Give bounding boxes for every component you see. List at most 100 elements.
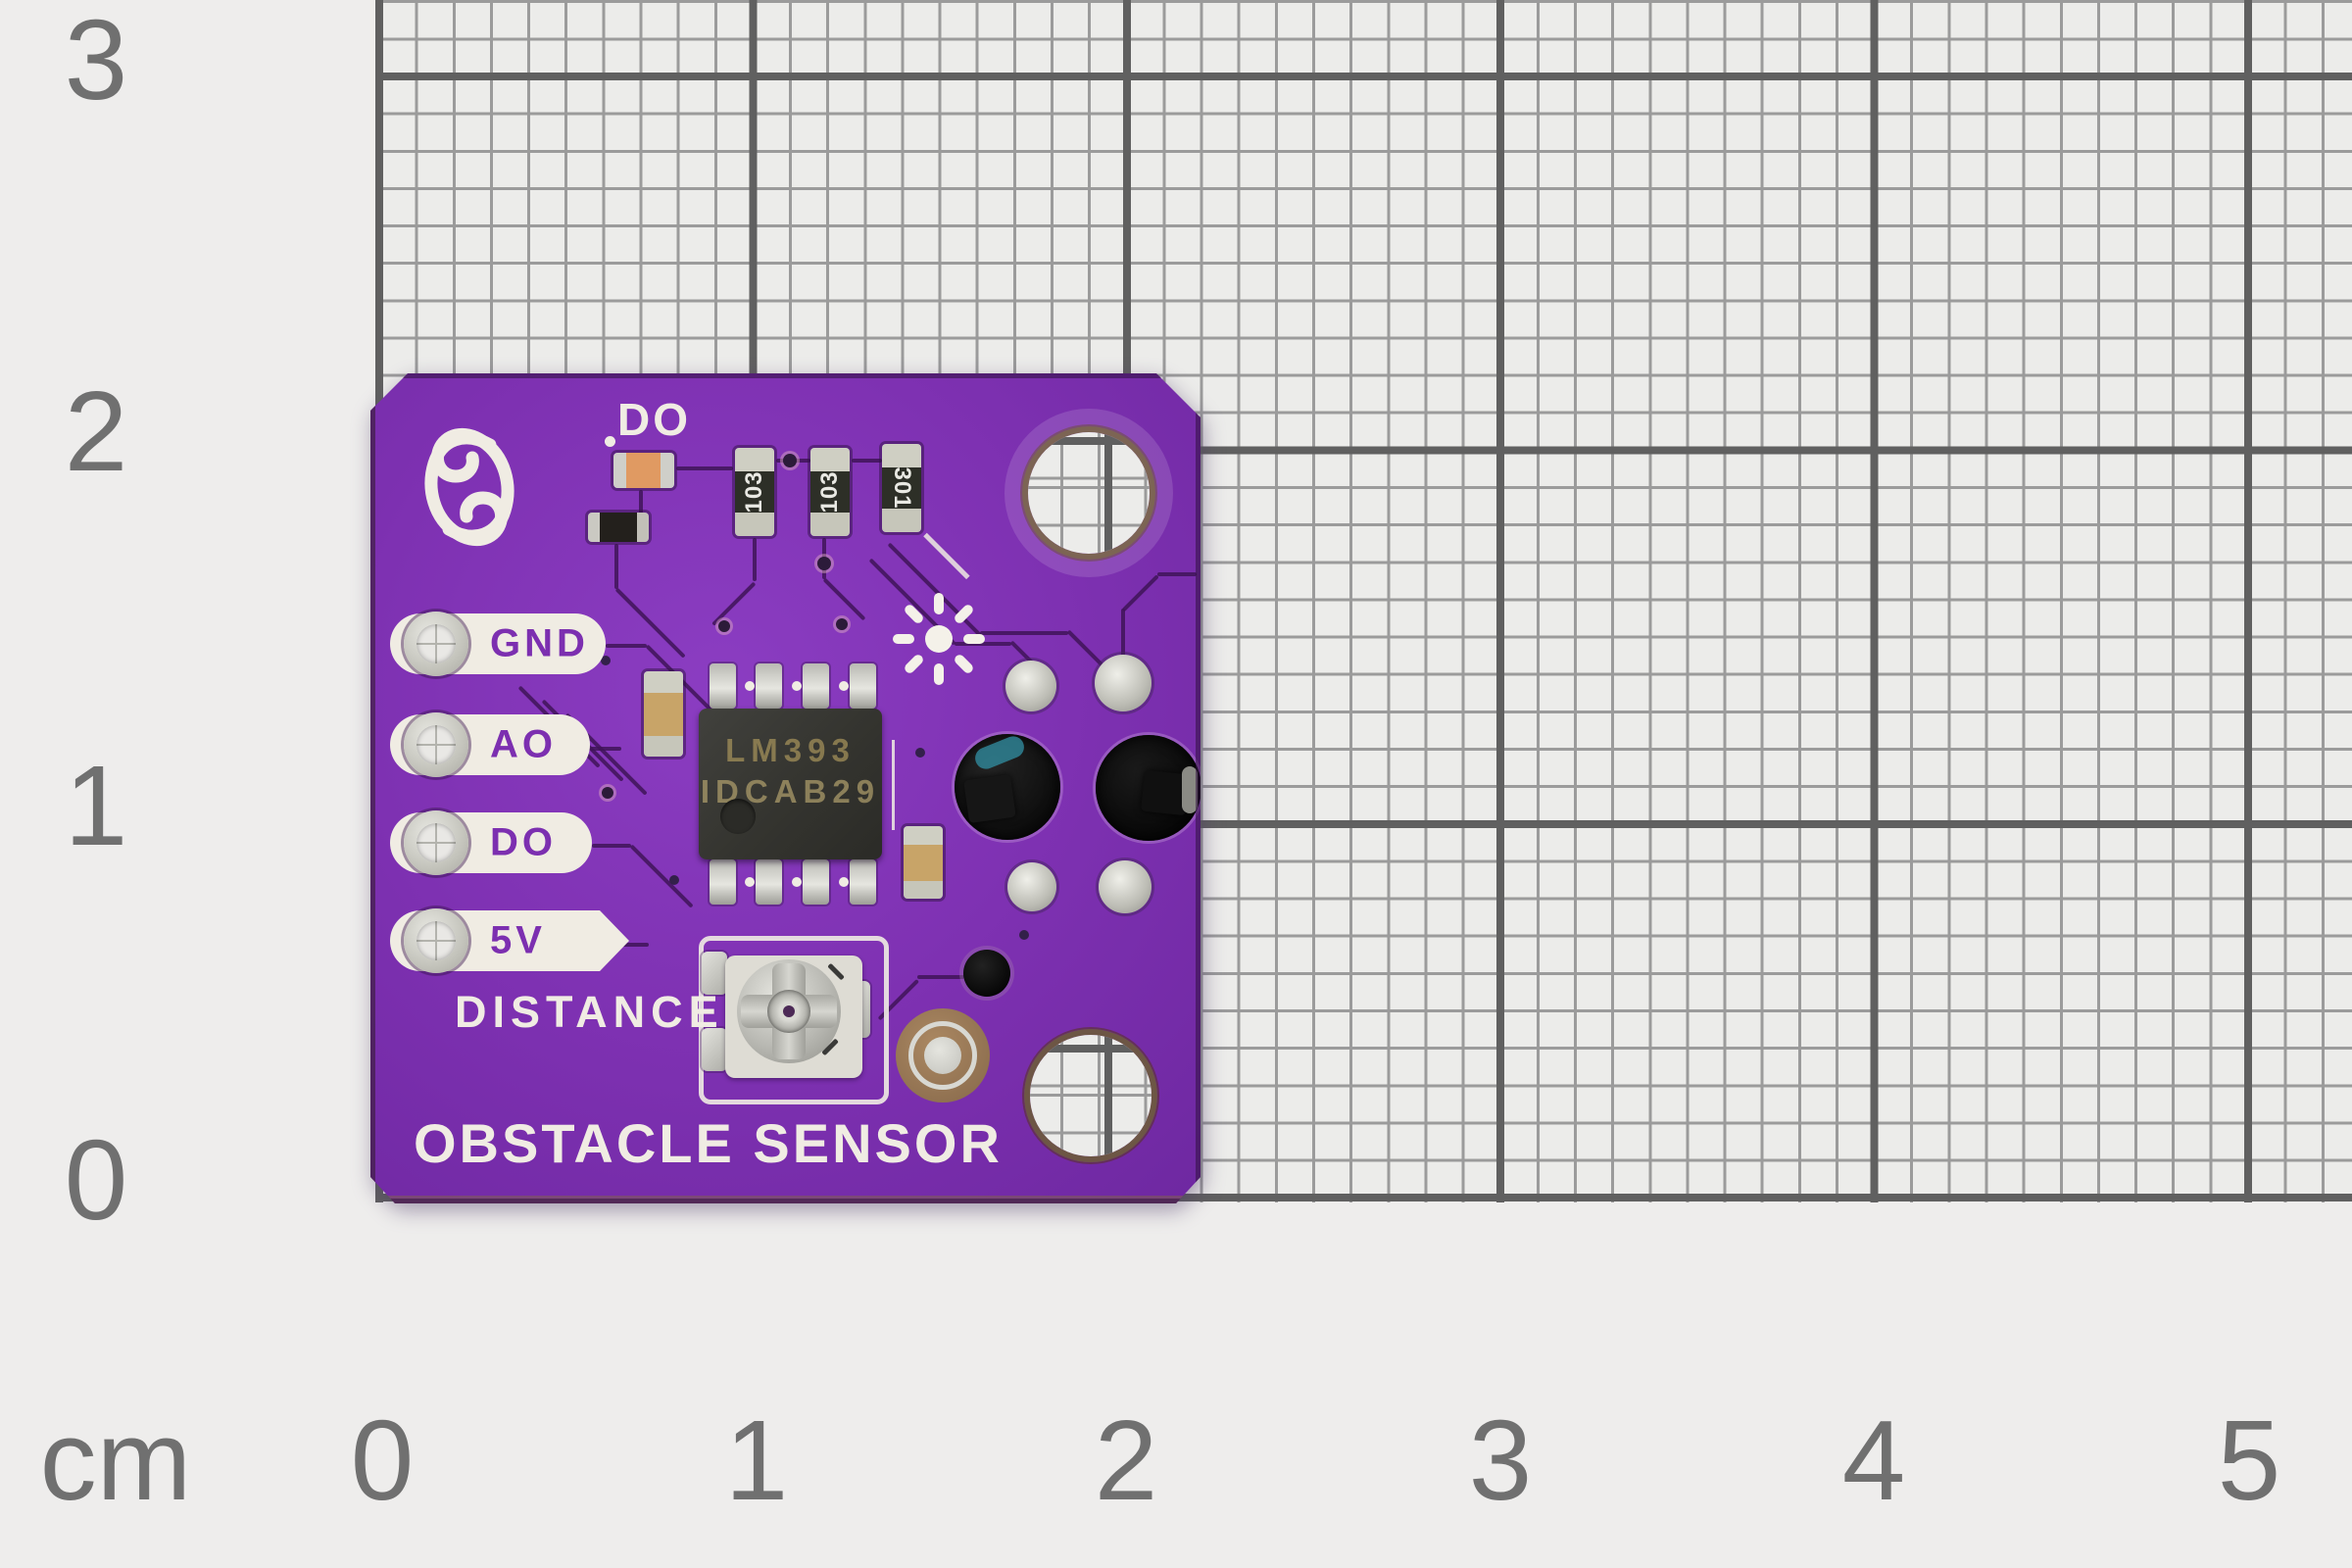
resistor: 103 [810, 448, 850, 536]
pot-rotor [737, 959, 841, 1063]
ic-pin [756, 859, 782, 905]
receiver-solder-glint [1182, 766, 1198, 813]
paper-through-hole [1028, 432, 1150, 554]
mounting-hole [1022, 426, 1155, 560]
status-led [613, 453, 674, 488]
ic-body: LM393 IDCAB29 [699, 709, 882, 859]
silkscreen-dot [745, 681, 755, 691]
trace-segment [639, 490, 643, 514]
via [783, 454, 797, 467]
via [817, 557, 831, 570]
black-via [963, 950, 1010, 997]
ic-pin [710, 859, 736, 905]
pot-rotor-pin [783, 1005, 795, 1017]
silkscreen-dot [605, 436, 615, 447]
pot-silkscreen-outline [699, 936, 889, 1104]
silkscreen-line [892, 740, 895, 830]
do-indicator-label: DO [617, 394, 691, 445]
pcb-board: DO 103 103 301 [370, 373, 1200, 1203]
copper-pad-ring [908, 1021, 977, 1090]
pin-label: GND [490, 621, 589, 665]
pin-hole [404, 712, 468, 777]
ic-pin [756, 663, 782, 709]
pin-hole [404, 612, 468, 676]
trace-segment [606, 644, 647, 648]
silkscreen-dot [839, 877, 849, 887]
ruler-bottom-label-4: 4 [1841, 1396, 1906, 1524]
ic-pin [710, 663, 736, 709]
emitter-die [963, 773, 1016, 824]
resistor: 301 [882, 444, 921, 532]
trace-segment [676, 466, 733, 470]
trace-segment [822, 577, 866, 621]
silkscreen-dot [745, 877, 755, 887]
trace-segment [614, 544, 618, 589]
solder-joint [1095, 655, 1152, 711]
function-label: DISTANCE [455, 987, 724, 1037]
trace-segment [1157, 572, 1197, 576]
soldered-logo-icon [424, 427, 514, 547]
ruler-bottom-label-0: 0 [350, 1396, 415, 1524]
trace-segment [753, 538, 757, 581]
trace-segment [955, 642, 1011, 646]
pin-label: 5V [490, 918, 546, 962]
via [602, 787, 613, 799]
ir-receiver [1096, 735, 1200, 841]
ic-pin [803, 859, 829, 905]
paper-through-hole [1030, 1035, 1152, 1156]
ic-pin1-dot [720, 799, 756, 834]
ic-pin [803, 663, 829, 709]
pin-hole [404, 810, 468, 875]
ruler-bottom-label-2: 2 [1094, 1396, 1158, 1524]
silkscreen-line [923, 532, 970, 580]
trace-segment [590, 747, 621, 751]
solder-joint [1099, 860, 1152, 913]
resistor-code: 301 [889, 466, 915, 510]
ruler-bottom-label-1: 1 [724, 1396, 789, 1524]
trace-segment [852, 459, 882, 463]
ic-pin [850, 859, 876, 905]
resistor-code: 103 [816, 470, 843, 514]
via [669, 875, 679, 885]
silkscreen-dot [792, 681, 802, 691]
ruler-left-label-2: 2 [64, 368, 128, 495]
emitter-lens [971, 734, 1028, 772]
ic-pin [850, 663, 876, 709]
trace-segment [629, 844, 694, 908]
resistor-code: 103 [741, 470, 767, 514]
mounting-hole [1024, 1029, 1157, 1162]
ruler-left-label-1: 1 [64, 742, 128, 869]
smd-capacitor [644, 671, 683, 757]
via [836, 618, 848, 630]
trace-segment [917, 975, 964, 979]
resistor: 103 [735, 448, 774, 536]
via [601, 656, 611, 665]
pin-hole-opening [416, 823, 456, 862]
smd-capacitor [904, 826, 943, 899]
ir-emitter [955, 734, 1060, 840]
silkscreen-dot [792, 877, 802, 887]
trace-segment [980, 631, 1068, 635]
ic-marking-line1: LM393 [725, 732, 856, 768]
pin-hole-opening [416, 725, 456, 764]
via [915, 748, 925, 758]
trace-segment [711, 581, 757, 626]
via [1019, 930, 1029, 940]
product-label: OBSTACLE SENSOR [414, 1112, 1003, 1174]
ruler-left-label-0: 0 [64, 1116, 128, 1244]
pin-label-pill-tip [600, 910, 629, 971]
pin-hole-opening [416, 921, 456, 960]
copper-pad-center [924, 1037, 961, 1074]
via [718, 620, 730, 632]
pin-hole-opening [416, 624, 456, 663]
pin-label: DO [490, 820, 557, 864]
ruler-bottom-label-3: 3 [1468, 1396, 1533, 1524]
solder-joint [1005, 661, 1056, 711]
ruler-unit-label: cm [39, 1396, 192, 1524]
solder-joint [1007, 862, 1056, 911]
ruler-left-label-3: 3 [64, 0, 128, 123]
light-rays-icon [893, 593, 985, 685]
smd-diode [588, 513, 649, 542]
trace-segment [592, 844, 631, 848]
pot-solder-tab [702, 952, 727, 995]
